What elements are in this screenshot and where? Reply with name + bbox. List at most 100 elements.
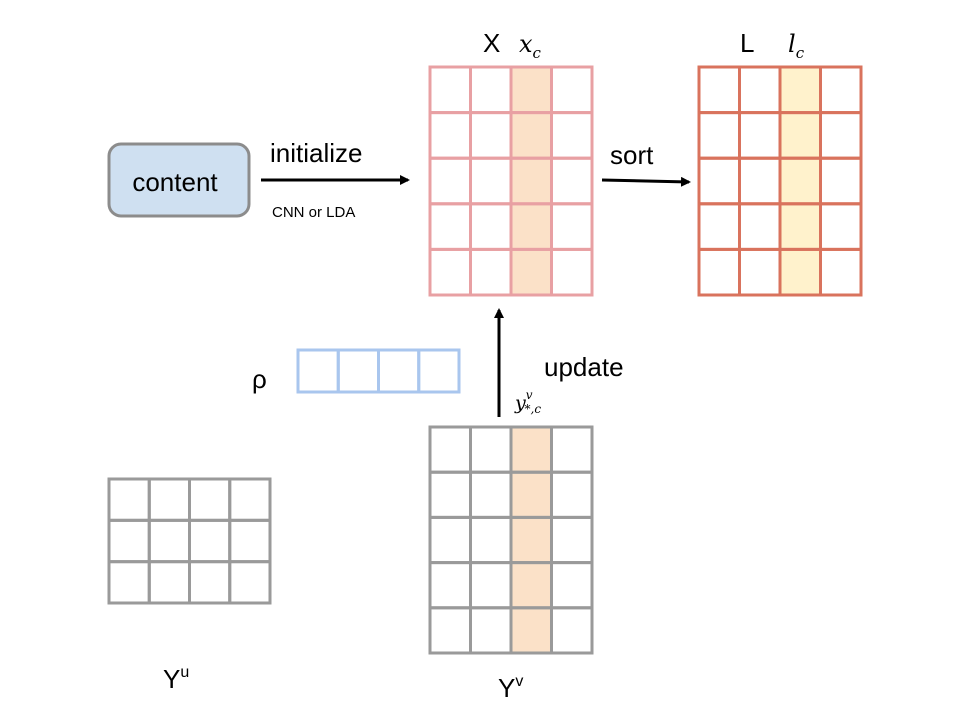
matrix-x-cell [550,247,594,297]
matrix-yu-cell [147,477,191,522]
update-math-sub: *,c [525,402,542,416]
matrix-x-column-label-base: x [519,30,533,58]
matrix-l-column-label-sub: c [796,44,805,62]
matrix-yv-cell [428,425,472,474]
matrix-x-cell [428,202,472,251]
update-label: update [544,352,624,382]
sort-label: sort [610,140,654,170]
matrix-yv-title-base: Y [498,673,515,703]
matrix-x-cell [469,65,513,115]
matrix-yv-cell [469,515,513,565]
update-math-label: yv*,c [514,388,541,416]
matrix-yv-cell [550,425,594,474]
matrix-l-cell [819,247,863,297]
rho-vector-grid [296,348,461,394]
matrix-yu-cell [188,518,232,564]
matrix-yu-cell [147,560,191,605]
sort-arrow-line [601,176,691,187]
matrix-yv-cell [550,606,594,655]
sort-arrow: sort [601,140,691,187]
matrix-l-cell [819,65,863,115]
matrix-l-cell [697,111,741,160]
matrix-l-highlight-column [780,67,821,295]
matrix-yu-cell [188,477,232,522]
update-math-base: y [514,392,526,414]
matrix-x-cell [469,202,513,251]
matrix-l-column-label-base: l [788,30,796,58]
matrix-x-cell [428,156,472,206]
matrix-x-title: X [483,28,500,58]
matrix-l-cell [697,247,741,297]
content-box [107,142,251,218]
rho-vector: ρ [252,348,461,394]
matrix-yu-cell [147,518,191,564]
matrix-yv-cell [469,470,513,519]
matrix-x-cell [550,65,594,115]
matrix-l-cell [819,111,863,160]
matrix-yu-cell [228,518,272,564]
matrix-l-grid [697,65,863,297]
matrix-x-cell [428,111,472,160]
matrix-yv-cell [550,561,594,610]
matrix-yv-cell [428,561,472,610]
rho-vector-cell [417,348,461,394]
matrix-x-cell [550,156,594,206]
matrix-yv-grid [428,425,594,655]
matrix-x-column-label: xc [519,30,542,62]
matrix-x-grid [428,65,594,297]
matrix-l: L lc [697,28,863,297]
matrix-yv-cell [469,425,513,474]
matrix-yu-title-base: Y [163,664,180,694]
initialize-label: initialize [270,138,363,168]
matrix-yu-cell [107,560,151,605]
matrix-yv-cell [469,606,513,655]
matrix-yu: Yu [107,477,272,694]
matrix-yu-cell [228,477,272,522]
matrix-l-cell [819,156,863,206]
matrix-yv-highlight-column [511,427,552,653]
matrix-x-cell [428,65,472,115]
matrix-yv-title: Yv [498,673,523,703]
update-math-sup: v [526,388,533,402]
matrix-yu-title-sup: u [180,664,189,681]
matrix-l-title: L [740,28,754,58]
matrix-x-cell [469,111,513,160]
matrix-yu-cell [188,560,232,605]
rho-label: ρ [252,364,267,394]
update-arrow: update yv*,c [494,308,624,417]
content-label: content [132,167,218,197]
matrix-x-cell [469,156,513,206]
matrix-l-cell [819,202,863,251]
initialize-sublabel: CNN or LDA [272,204,355,221]
matrix-l-cell [697,65,741,115]
initialize-arrow: initialize CNN or LDA [261,138,410,221]
matrix-l-cell [738,156,782,206]
matrix-x-cell [469,247,513,297]
matrix-l-cell [697,202,741,251]
matrix-x-cell [550,111,594,160]
matrix-x-cell [428,247,472,297]
rho-vector-cell [296,348,340,394]
matrix-l-cell [738,65,782,115]
matrix-yv-title-sup: v [515,673,523,690]
matrix-yv-cell [428,606,472,655]
matrix-x-column-label-sub: c [533,44,542,62]
matrix-x-highlight-column [511,67,552,295]
matrix-yv-cell [469,561,513,610]
matrix-x-cell [550,202,594,251]
matrix-l-column-label: lc [788,30,805,62]
content-node: content [107,142,251,218]
matrix-l-cell [738,247,782,297]
matrix-yu-grid [107,477,272,605]
rho-vector-cell [377,348,421,394]
matrix-l-cell [697,156,741,206]
matrix-yu-cell [228,560,272,605]
matrix-yu-cell [107,518,151,564]
matrix-yv-cell [428,515,472,565]
matrix-x: X xc [428,28,594,297]
matrix-yv-cell [550,515,594,565]
matrix-l-cell [738,202,782,251]
matrix-yv-cell [550,470,594,519]
matrix-yu-cell [107,477,151,522]
